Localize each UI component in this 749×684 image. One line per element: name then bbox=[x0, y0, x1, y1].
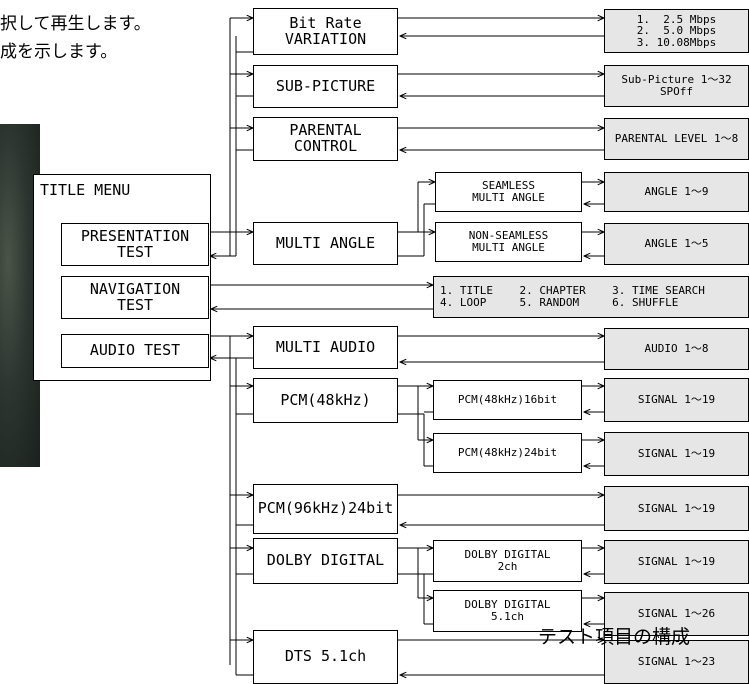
node-non-seamless-multi-angle: NON-SEAMLESS MULTI ANGLE bbox=[435, 222, 582, 262]
result-bit-rate: 1. 2.5 Mbps 2. 5.0 Mbps 3. 10.08Mbps bbox=[604, 9, 749, 53]
node-parental-control: PARENTAL CONTROL bbox=[253, 117, 398, 161]
menu-item-navigation-test[interactable]: NAVIGATION TEST bbox=[61, 276, 209, 319]
result-audio: AUDIO 1～8 bbox=[604, 328, 749, 370]
intro-line-2: 成を示します。 bbox=[0, 42, 118, 62]
node-seamless-multi-angle: SEAMLESS MULTI ANGLE bbox=[435, 172, 582, 212]
result-dolby-5-1ch-signal: SIGNAL 1～26 bbox=[604, 592, 749, 636]
node-dts-5-1ch: DTS 5.1ch bbox=[253, 630, 398, 684]
result-pcm-24bit-signal: SIGNAL 1～19 bbox=[604, 432, 749, 476]
menu-item-presentation-test[interactable]: PRESENTATION TEST bbox=[61, 223, 209, 266]
result-dolby-2ch-signal: SIGNAL 1～19 bbox=[604, 540, 749, 584]
node-dolby-digital: DOLBY DIGITAL bbox=[253, 538, 398, 584]
node-dolby-digital-5-1ch: DOLBY DIGITAL 5.1ch bbox=[433, 590, 582, 632]
intro-line-1: 択して再生します。 bbox=[0, 14, 151, 34]
result-pcm-96khz-signal: SIGNAL 1～19 bbox=[604, 486, 749, 531]
title-menu-heading: TITLE MENU bbox=[40, 181, 131, 199]
figure-caption: テスト項目の構成 bbox=[538, 626, 691, 648]
result-angle-seamless: ANGLE 1～9 bbox=[604, 172, 749, 212]
result-angle-non-seamless: ANGLE 1～5 bbox=[604, 223, 749, 265]
node-pcm-48khz-16bit: PCM(48kHz)16bit bbox=[433, 380, 582, 420]
node-pcm-48khz: PCM(48kHz) bbox=[253, 378, 398, 423]
node-bit-rate-variation: Bit Rate VARIATION bbox=[253, 8, 398, 55]
menu-item-audio-test[interactable]: AUDIO TEST bbox=[61, 334, 209, 368]
node-sub-picture: SUB-PICTURE bbox=[253, 65, 398, 108]
node-multi-audio: MULTI AUDIO bbox=[253, 326, 398, 369]
result-pcm-16bit-signal: SIGNAL 1～19 bbox=[604, 378, 749, 422]
result-parental-level: PARENTAL LEVEL 1～8 bbox=[604, 118, 749, 160]
result-sub-picture: Sub-Picture 1～32 SPOff bbox=[604, 65, 749, 107]
result-dts-signal: SIGNAL 1～23 bbox=[604, 640, 749, 684]
result-navigation: 1. TITLE 2. CHAPTER 3. TIME SEARCH 4. LO… bbox=[433, 276, 749, 318]
node-multi-angle: MULTI ANGLE bbox=[253, 222, 398, 265]
node-pcm-96khz-24bit: PCM(96kHz)24bit bbox=[253, 484, 398, 534]
node-dolby-digital-2ch: DOLBY DIGITAL 2ch bbox=[433, 540, 582, 582]
node-pcm-48khz-24bit: PCM(48kHz)24bit bbox=[433, 433, 582, 473]
